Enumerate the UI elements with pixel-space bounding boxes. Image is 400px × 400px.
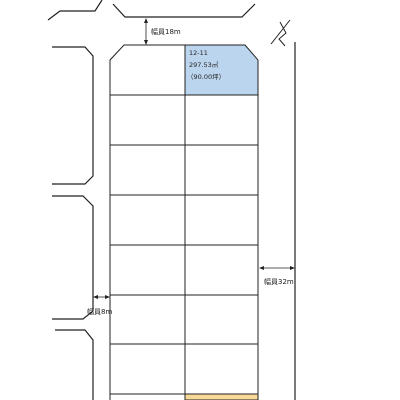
block-outline-left — [109, 44, 185, 400]
east-road-width-label: 幅員32m — [264, 277, 294, 286]
lot-partial-bottom[interactable] — [184, 393, 259, 400]
west-road-bottom-edge — [55, 329, 94, 400]
lot-area: 297.53㎡ — [189, 60, 219, 69]
north-road-width-label: 幅員18m — [151, 27, 181, 36]
north-road-dimension — [144, 18, 148, 45]
north-road-top-left-edge — [47, 0, 103, 21]
west-road-edges — [52, 195, 94, 400]
west-road-dimension — [93, 295, 110, 299]
lot-number: 12-11 — [189, 49, 208, 57]
lot-tsubo: （90.00坪） — [187, 73, 225, 81]
lot-block — [109, 44, 259, 400]
north-arrow-icon — [270, 19, 291, 47]
west-road-width-label: 幅員8m — [87, 307, 112, 316]
north-road-lower-left-edge — [52, 46, 94, 185]
east-road-dimension — [259, 266, 295, 270]
west-road-middle-edge — [52, 195, 94, 320]
north-road-edges — [47, 0, 256, 185]
north-road-top-right-edge — [112, 3, 256, 18]
